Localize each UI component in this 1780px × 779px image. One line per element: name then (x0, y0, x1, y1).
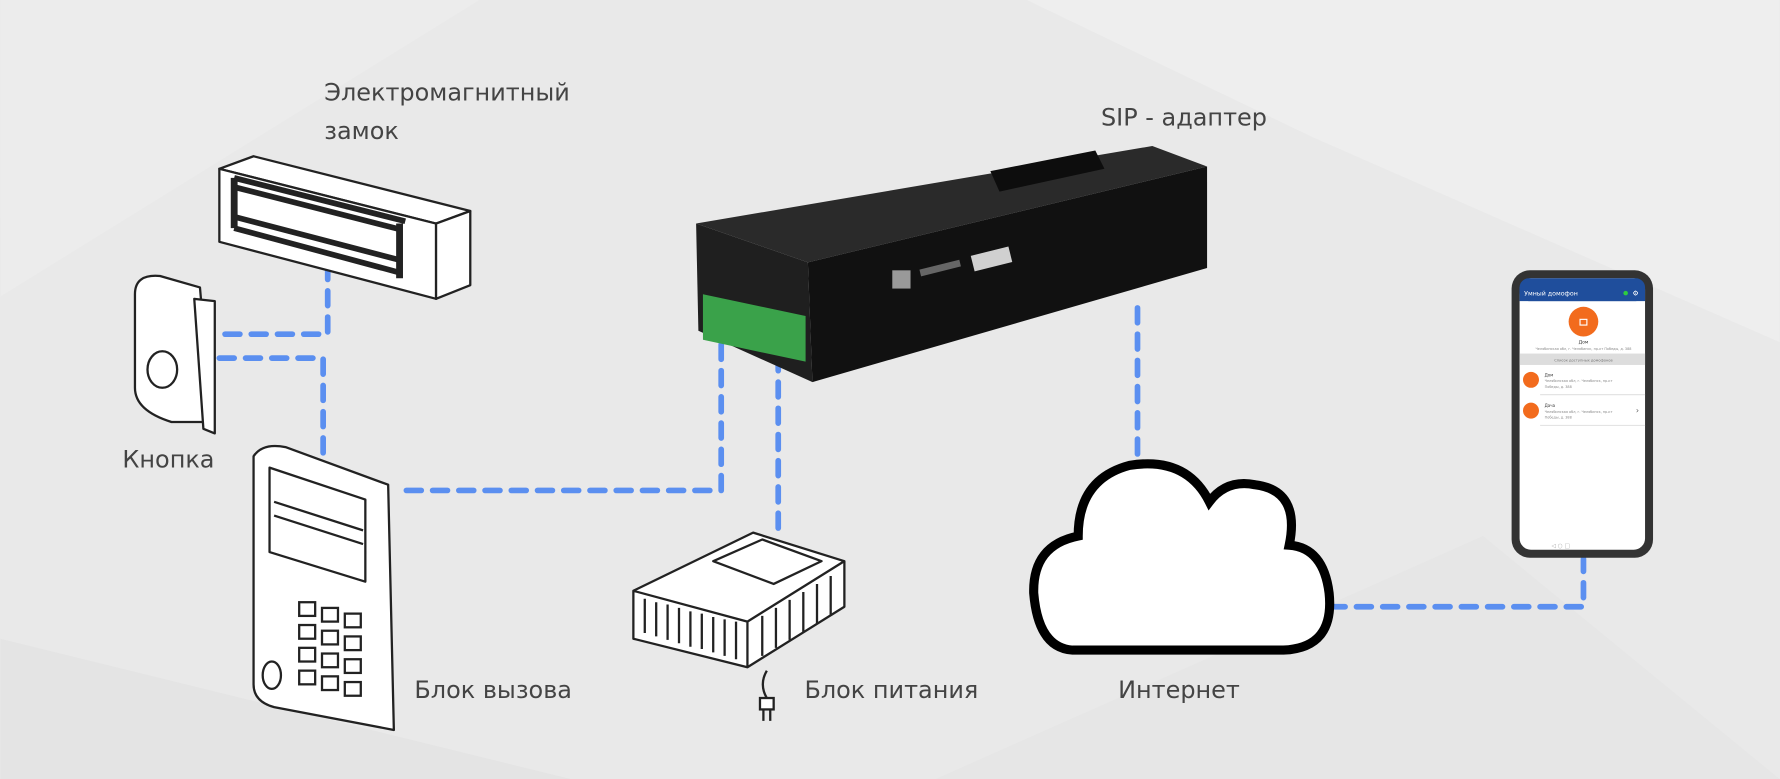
smartphone: Умный домофон ⚙ Дом Челябинская обл, г. … (1511, 270, 1654, 558)
link-lock-button (216, 261, 331, 338)
bg-facet (935, 536, 1780, 779)
label-button: Кнопка (122, 446, 214, 474)
power-supply-illustration (632, 531, 846, 721)
link-button-callpanel (216, 355, 326, 460)
status-indicator (1623, 290, 1628, 296)
app-title: Умный домофон (1524, 289, 1578, 297)
internet-cloud-icon (1029, 459, 1335, 655)
link-internet-phone (1327, 556, 1587, 610)
svg-text:Дача: Дача (1545, 403, 1556, 408)
intercom-list-item[interactable]: Дача Челябинская обл, г. Челябинск, пр-к… (1523, 402, 1646, 426)
svg-text:Челябинская обл, г. Челябинск,: Челябинская обл, г. Челябинск, пр-кт (1545, 379, 1613, 383)
label-power-supply: Блок питания (804, 676, 978, 704)
bg-facet (0, 0, 480, 297)
label-sip-adapter: SIP - адаптер (1101, 103, 1267, 131)
svg-text:Челябинская обл, г. Челябинск,: Челябинская обл, г. Челябинск, пр-кт (1545, 410, 1613, 414)
electromagnetic-lock-illustration (218, 155, 472, 300)
svg-text:Победы, д. 388: Победы, д. 388 (1545, 385, 1572, 389)
link-callpanel-adapter (403, 334, 725, 494)
call-panel-illustration (252, 444, 395, 732)
connection-lines (216, 261, 1587, 610)
main-intercom-address: Челябинская обл, г. Челябинск, пр-кт Поб… (1535, 347, 1631, 351)
label-internet: Интернет (1118, 676, 1240, 704)
gear-icon[interactable]: ⚙ (1633, 289, 1639, 297)
bg-facet (1026, 0, 1780, 343)
exit-button-illustration (133, 274, 216, 435)
sip-adapter-illustration (696, 145, 1208, 383)
intercom-list-item[interactable]: Дом Челябинская обл, г. Челябинск, пр-кт… (1523, 371, 1646, 396)
lock-icon (1579, 318, 1588, 326)
label-call-panel: Блок вызова (414, 676, 572, 704)
nav-buttons[interactable]: ◁ ○ □ (1552, 543, 1570, 549)
section-title: Список доступных домофонов (1554, 359, 1612, 363)
label-lock-line1: Электромагнитный (324, 78, 570, 106)
main-intercom-name: Дом (1579, 339, 1589, 345)
lock-open-button[interactable] (1568, 306, 1599, 337)
svg-text:Дом: Дом (1545, 372, 1554, 377)
svg-text:Победы, д. 388: Победы, д. 388 (1545, 416, 1572, 420)
label-lock-line2: замок (324, 117, 399, 145)
chevron-right-icon: › (1636, 406, 1639, 415)
